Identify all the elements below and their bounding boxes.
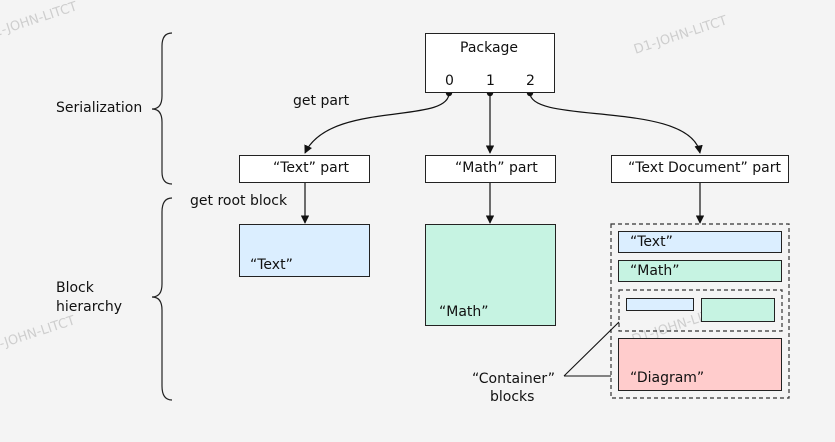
inner-text-block	[626, 298, 694, 311]
diagram-block	[618, 338, 782, 391]
text-part-label: “Text” part	[273, 160, 349, 176]
text-block	[239, 224, 370, 277]
block-hierarchy-brace	[151, 197, 173, 401]
math-part-label: “Math” part	[455, 160, 538, 176]
inner-container-outline	[618, 289, 783, 332]
math-part-box	[425, 155, 556, 183]
package-title: Package	[460, 40, 519, 56]
document-part-label: “Text Document” part	[628, 160, 781, 176]
inner-math-block	[701, 298, 775, 322]
text-part-box	[239, 155, 370, 183]
port-0-label: 0	[445, 73, 454, 89]
get-root-block-label: get root block	[190, 193, 288, 209]
port-2-label: 2	[526, 73, 535, 89]
get-part-label: get part	[293, 93, 350, 109]
math-block	[425, 224, 556, 326]
package-box	[425, 33, 555, 93]
math-block-label: “Math”	[439, 304, 489, 320]
doc-math-block	[618, 260, 782, 282]
doc-math-block-label: “Math”	[630, 263, 680, 279]
container-callout-line-1	[563, 321, 620, 377]
serialization-label: Serialization	[56, 100, 143, 116]
diagram-block-label: “Diagram”	[630, 370, 705, 386]
container-label-line1: “Container”	[472, 371, 556, 387]
port-1-label: 1	[486, 73, 495, 89]
document-container-outline	[610, 223, 790, 399]
serialization-brace	[151, 32, 173, 185]
block-hierarchy-label-line2: hierarchy	[56, 299, 123, 315]
text-block-label: “Text”	[250, 257, 293, 273]
container-label-line2: blocks	[490, 389, 535, 405]
document-part-box	[611, 155, 789, 183]
arrow-port2-to-doc-part	[529, 92, 703, 154]
block-hierarchy-label-line1: Block	[56, 280, 94, 296]
doc-text-block-label: “Text”	[630, 234, 673, 250]
doc-text-block	[618, 231, 782, 253]
arrow-port0-to-text-part	[304, 92, 450, 154]
